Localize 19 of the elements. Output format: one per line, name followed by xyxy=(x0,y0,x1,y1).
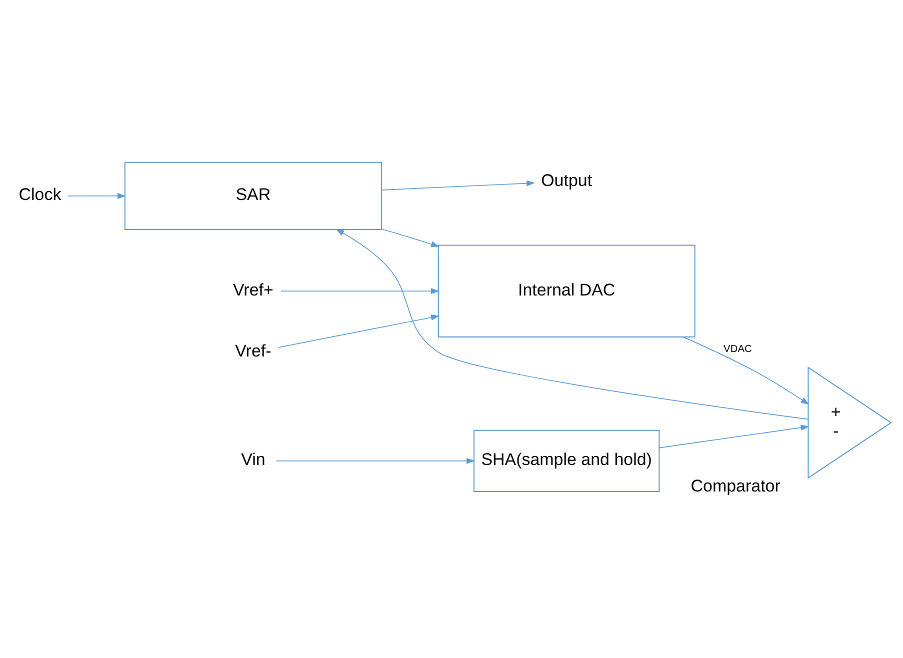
node-label: Comparator xyxy=(690,476,780,496)
arrow xyxy=(381,228,440,246)
arrow xyxy=(336,228,808,420)
arrow xyxy=(276,457,476,464)
arrow xyxy=(381,180,536,190)
node-box: SAR xyxy=(124,161,382,230)
node-text: Vref+ xyxy=(232,280,274,299)
node-text: Vin xyxy=(241,450,266,469)
arrow xyxy=(68,192,126,198)
arrow xyxy=(280,288,440,294)
node-box: Internal DAC xyxy=(438,244,696,337)
arrow xyxy=(659,424,810,448)
edge-label: VDAC xyxy=(724,343,752,354)
node-box: SHA(sample and hold) xyxy=(474,429,660,492)
arrow xyxy=(278,314,440,348)
arrow xyxy=(682,336,810,404)
node-text: Output xyxy=(541,170,592,190)
node-text: Vref- xyxy=(235,340,272,360)
node-text: Clock xyxy=(18,184,62,204)
